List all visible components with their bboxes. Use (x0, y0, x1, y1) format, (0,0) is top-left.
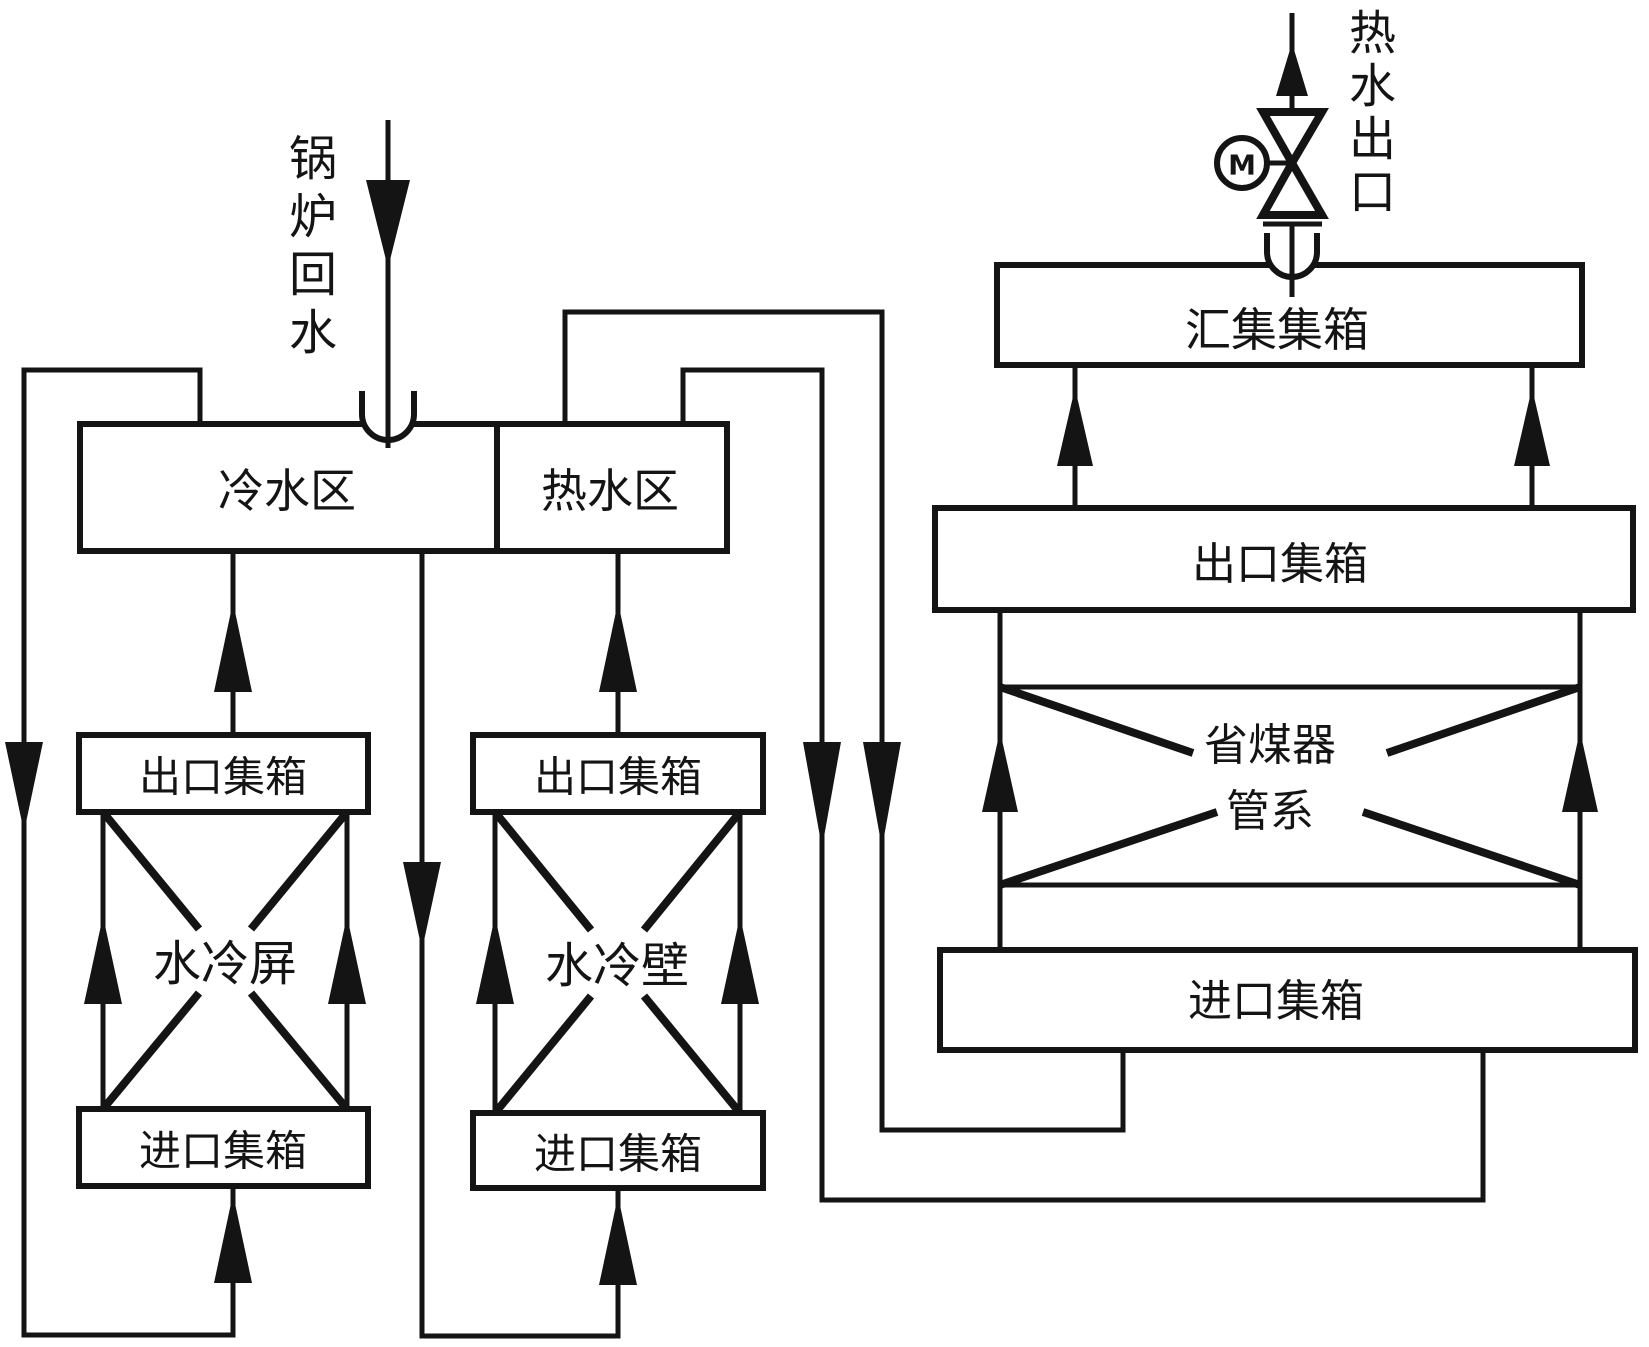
flow-arrows (5, 43, 1598, 1285)
economizer-outlet-header-box (932, 505, 1636, 613)
water-cooled-screen-label: 水冷屏 (152, 936, 298, 992)
flow-arrow-up-screen-right (328, 916, 366, 1004)
wall-diagonal (640, 993, 744, 1116)
screen-diagonal (247, 990, 351, 1112)
flow-arrow-down-hot-pipe-a (863, 742, 901, 848)
flow-arrow-up-wall-feed (599, 1196, 637, 1285)
economizer-diagonal (998, 683, 1195, 757)
screen-outlet-header-box (76, 732, 371, 815)
economizer-diagonal (1385, 683, 1582, 757)
boiler-return-label: 锅炉回水 (280, 133, 336, 365)
economizer-inlet-header-box (937, 947, 1638, 1053)
screen-outlet-header-label: 出口集箱 (138, 752, 308, 802)
wall-diagonal (491, 993, 595, 1116)
economizer-diagonal (998, 808, 1219, 889)
flow-arrow-up-hot-water-outlet (1276, 43, 1308, 96)
wall-inlet-header-box (470, 1110, 766, 1191)
pipe-hot-to-economizer-b (680, 367, 1486, 1203)
economizer-outlet-header-label: 出口集箱 (1192, 539, 1368, 590)
screen-inlet-header-label: 进口集箱 (138, 1126, 308, 1176)
flow-arrow-up-screen-feed (214, 1194, 252, 1283)
motor-icon: M (1214, 135, 1292, 191)
flow-arrow-up-economizer-left (982, 731, 1018, 812)
flow-arrow-up-screen-riser (214, 602, 252, 692)
screen-diagonal (99, 809, 203, 932)
economizer-tubes-label: 省煤器 管系 (1204, 713, 1336, 845)
hot-water-zone-label: 热水区 (541, 464, 679, 518)
motor-label: M (1228, 149, 1256, 182)
flow-arrow-down-hot-pipe-b (803, 742, 841, 848)
pipe-hot-to-economizer-a (562, 309, 1126, 1133)
flow-arrow-up-wall-riser (599, 602, 637, 692)
economizer-diagonal (1361, 808, 1582, 889)
water-cooled-wall-label: 水冷壁 (544, 938, 690, 994)
collecting-header-label: 汇集集箱 (1185, 303, 1369, 357)
wall-outlet-header-label: 出口集箱 (533, 752, 703, 802)
economizer-tubes-line2: 管系 (1226, 786, 1314, 837)
flow-arrow-down-wall-downcomer (403, 862, 441, 950)
economizer-tubes-line1: 省煤器 (1204, 720, 1336, 771)
economizer-inlet-header-label: 进口集箱 (1188, 976, 1364, 1027)
wall-outlet-header-box (470, 732, 766, 815)
screen-inlet-header-box (76, 1106, 371, 1189)
pipe-cold-downcomer-loop (21, 367, 236, 1338)
flow-arrow-up-wall-right (721, 916, 759, 1004)
wall-diagonal (640, 809, 744, 933)
tube-bank-diagonals (99, 683, 1582, 1116)
screen-diagonal (99, 990, 203, 1112)
hot-water-outlet-label: 热水出口 (1340, 8, 1395, 220)
storage-tank-box (77, 421, 730, 554)
flow-arrow-up-screen-left (84, 916, 122, 1004)
flow-arrow-up-collector-right (1514, 388, 1550, 466)
cold-water-zone-label: 冷水区 (218, 464, 356, 518)
vessels (76, 262, 1638, 1191)
valve-icon (1256, 108, 1329, 227)
flow-arrow-up-collector-left (1057, 388, 1093, 466)
flow-arrow-down-left-downcomer (5, 742, 43, 832)
flow-arrow-up-wall-left (476, 916, 514, 1004)
screen-diagonal (247, 809, 351, 932)
wall-inlet-header-label: 进口集箱 (533, 1129, 703, 1179)
flow-arrow-up-economizer-right (1562, 731, 1598, 812)
wall-diagonal (491, 809, 595, 933)
flow-arrow-down-boiler-return (366, 180, 410, 268)
